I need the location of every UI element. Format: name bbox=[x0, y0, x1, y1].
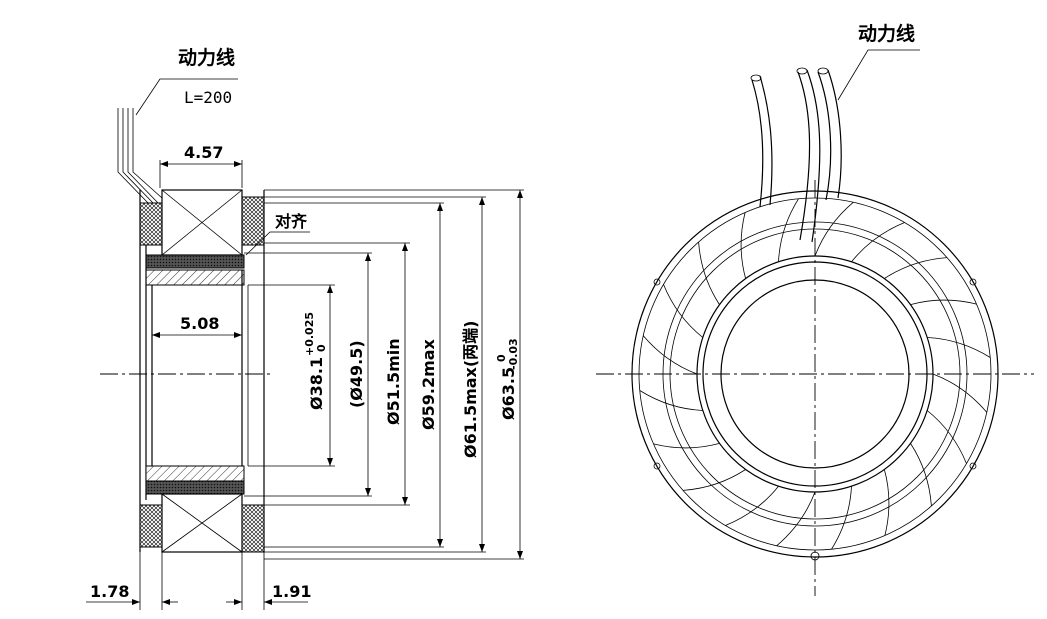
winding-curve bbox=[639, 390, 703, 411]
winding-curve bbox=[814, 201, 854, 257]
bore-ring bbox=[720, 279, 910, 469]
lead-length-label: L=200 bbox=[184, 88, 232, 107]
lead-wires-right bbox=[750, 67, 842, 243]
outer-ring bbox=[631, 190, 999, 558]
leader-power-lead-right bbox=[837, 49, 920, 101]
vertical-dims bbox=[327, 190, 523, 559]
dim-bore-tol-lower: 0 bbox=[315, 344, 328, 352]
dim-ref-dia: (Ø49.5) bbox=[347, 340, 366, 408]
winding-curve bbox=[927, 337, 991, 358]
winding-curve bbox=[932, 373, 988, 413]
winding-curve bbox=[910, 299, 977, 305]
winding-curve bbox=[642, 335, 698, 375]
top-mesh-right bbox=[241, 196, 265, 246]
winding-curve bbox=[778, 198, 799, 262]
bottom-mesh-left bbox=[139, 504, 163, 548]
dim-63-5-tol-lower: -0.03 bbox=[507, 338, 520, 370]
bottom-sleeve-hatch bbox=[145, 465, 245, 482]
power-lead-label-right: 动力线 bbox=[858, 22, 915, 45]
dim-right-offset: 1.91 bbox=[272, 582, 311, 601]
dim-left-offset: 1.78 bbox=[90, 582, 129, 601]
rim-mark-bottom bbox=[810, 551, 820, 561]
leader-align bbox=[245, 231, 310, 256]
winding-curve bbox=[884, 257, 948, 279]
winding-curve bbox=[653, 443, 720, 449]
winding-curve bbox=[698, 241, 720, 305]
winding-curve bbox=[725, 485, 779, 526]
winding-curve bbox=[884, 469, 890, 536]
leader-power-lead-left bbox=[135, 78, 238, 116]
winding-curve bbox=[740, 212, 746, 279]
dim-63-5-tol-upper: 0 bbox=[495, 354, 508, 362]
dim-width-inner: 5.08 bbox=[180, 314, 219, 333]
top-mesh-left bbox=[139, 202, 163, 246]
front-view: 动力线 bbox=[596, 22, 1034, 596]
winding-curve bbox=[926, 410, 967, 464]
winding-segments bbox=[639, 198, 991, 550]
inner-ring-outer bbox=[696, 255, 934, 493]
bottom-mesh-right bbox=[241, 504, 265, 553]
dim-59-2: Ø59.2max bbox=[419, 338, 438, 430]
dim-bore: Ø38.1 bbox=[307, 357, 326, 410]
dim-51-5: Ø51.5min bbox=[384, 338, 403, 425]
bottom-magnet-band bbox=[145, 480, 245, 495]
dim-61-5: Ø61.5max(两端) bbox=[461, 321, 480, 459]
winding-curve bbox=[910, 443, 932, 507]
section-view: 动力线 L=200 4.57 bbox=[86, 46, 524, 610]
top-magnet-band bbox=[145, 254, 245, 269]
align-label: 对齐 bbox=[275, 212, 308, 231]
power-lead-label-left: 动力线 bbox=[178, 46, 235, 69]
winding-curve bbox=[663, 284, 704, 338]
winding-curve bbox=[682, 469, 746, 491]
top-sleeve-hatch bbox=[145, 269, 245, 286]
winding-curve bbox=[851, 222, 905, 263]
dim-63-5: Ø63.5 bbox=[499, 367, 518, 420]
dim-bore-tol-upper: +0.025 bbox=[303, 312, 316, 356]
lead-wires-left bbox=[117, 108, 163, 206]
winding-curve bbox=[776, 491, 816, 547]
winding-curve bbox=[831, 486, 852, 550]
dim-width-top: 4.57 bbox=[184, 143, 223, 162]
